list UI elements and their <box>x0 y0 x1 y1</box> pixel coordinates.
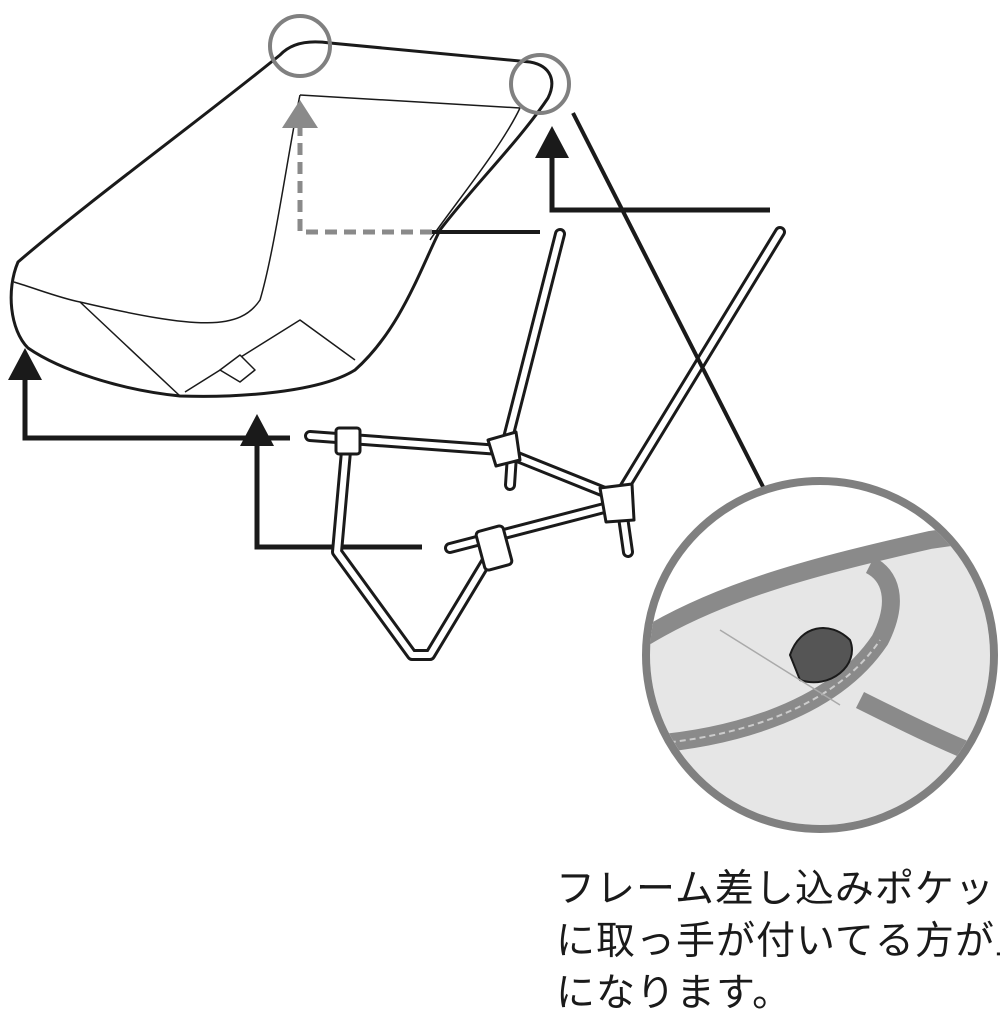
dashed-arrow-up-icon <box>282 100 432 235</box>
caption-line: になります。 <box>556 971 793 1016</box>
caption-line: フレーム差し込みポケット <box>556 867 1000 912</box>
arrow-up-icon <box>240 414 422 550</box>
arrow-up-icon <box>8 348 290 441</box>
caption-line: に取っ手が付いてる方が上 <box>556 919 1000 964</box>
arrow-up-icon <box>535 126 770 213</box>
chair-frame <box>304 226 786 661</box>
highlight-circle-left <box>268 14 332 78</box>
highlight-circle-right <box>509 53 571 115</box>
detail-magnifier <box>642 477 998 833</box>
instruction-caption: フレーム差し込みポケット に取っ手が付いてる方が上 になります。 <box>556 864 1000 1020</box>
chair-seat <box>9 40 554 398</box>
